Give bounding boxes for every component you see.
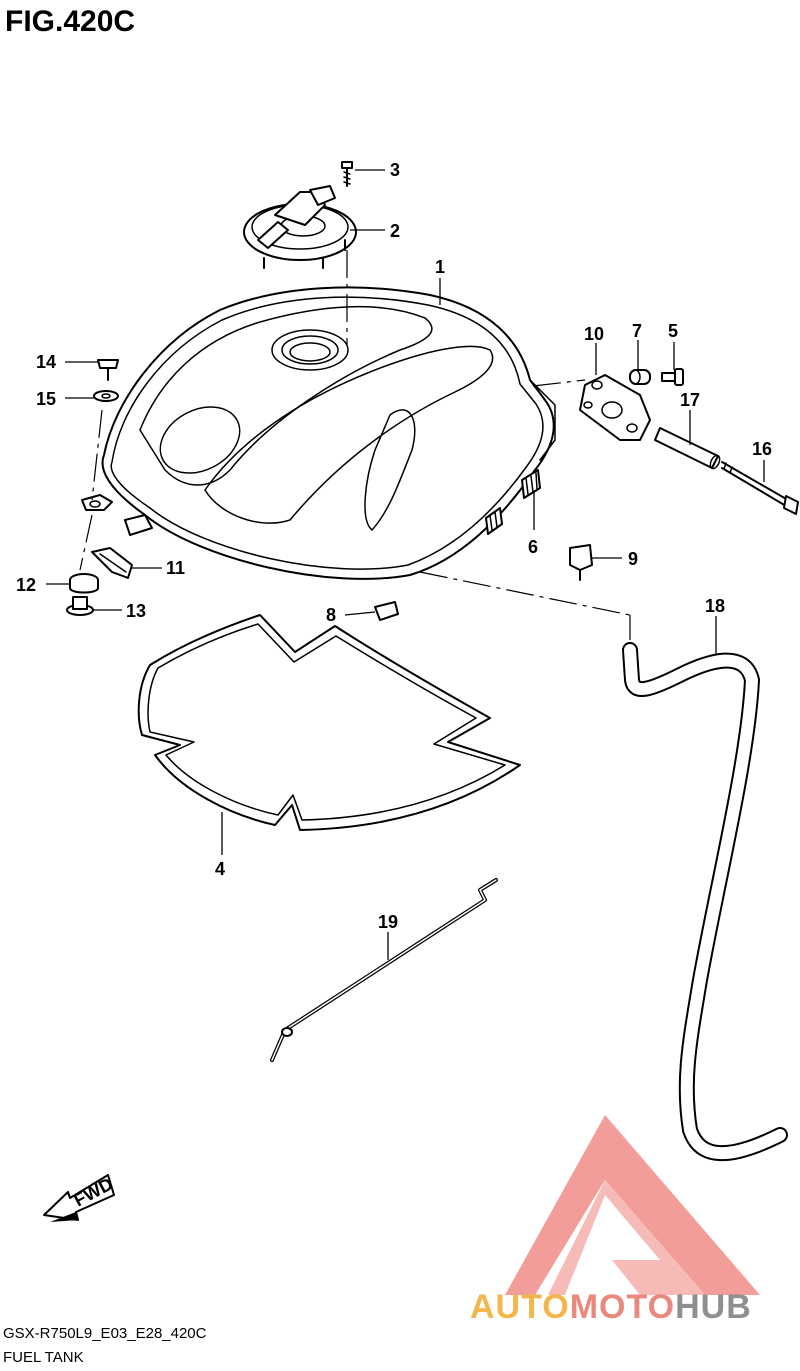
part-18-breather-hose [622, 642, 788, 1162]
reference-lines [79, 250, 631, 640]
callout-3: 3 [390, 160, 400, 180]
section-name: FUEL TANK [3, 1349, 84, 1366]
model-code: GSX-R750L9_E03_E28_420C [3, 1325, 207, 1342]
part-9-cushion [569, 544, 593, 581]
callout-7: 7 [632, 321, 642, 341]
callout-4: 4 [215, 859, 225, 879]
watermark-text: AUTOMOTOHUB [470, 1288, 752, 1326]
callout-14: 14 [36, 352, 56, 372]
callout-9: 9 [628, 549, 638, 569]
callout-15: 15 [36, 389, 56, 409]
part-12-cushion [69, 573, 99, 594]
callout-11: 11 [166, 558, 185, 578]
callout-8: 8 [326, 605, 336, 625]
part-16-bolt [721, 461, 799, 515]
part-11-clip [91, 547, 133, 579]
part-14-bolt [97, 359, 119, 381]
part-8-grommet [374, 601, 399, 621]
part-17-spacer [654, 427, 721, 470]
callout-12: 12 [16, 575, 36, 595]
leader-lines [46, 169, 765, 960]
part-19-wire-rod [270, 878, 498, 1062]
part-3-screw [341, 161, 353, 187]
callout-2: 2 [390, 221, 400, 241]
callout-6: 6 [528, 537, 538, 557]
callout-numbers: 1 2 3 4 5 6 7 8 9 10 11 12 13 14 15 16 1… [16, 160, 772, 932]
part-5-bolt [661, 368, 684, 386]
part-15-washer [93, 390, 119, 402]
part-6-rubber-pad [485, 469, 541, 535]
callout-1: 1 [435, 257, 445, 277]
part-7-collar [629, 369, 651, 385]
callout-16: 16 [752, 439, 772, 459]
part-10-bracket [579, 374, 651, 441]
figure-title: FIG.420C [5, 5, 135, 38]
fwd-arrow-icon: FWD [43, 1174, 116, 1222]
part-4-gasket [137, 614, 521, 831]
callout-5: 5 [668, 321, 678, 341]
callout-18: 18 [705, 596, 725, 616]
part-13-collar [66, 596, 94, 616]
callout-10: 10 [584, 324, 604, 344]
callout-17: 17 [680, 390, 700, 410]
callout-13: 13 [126, 601, 146, 621]
callout-19: 19 [378, 912, 398, 932]
part-1-fuel-tank [81, 286, 556, 580]
part-2-fuel-cap [243, 185, 357, 269]
watermark-logo [505, 1115, 760, 1295]
